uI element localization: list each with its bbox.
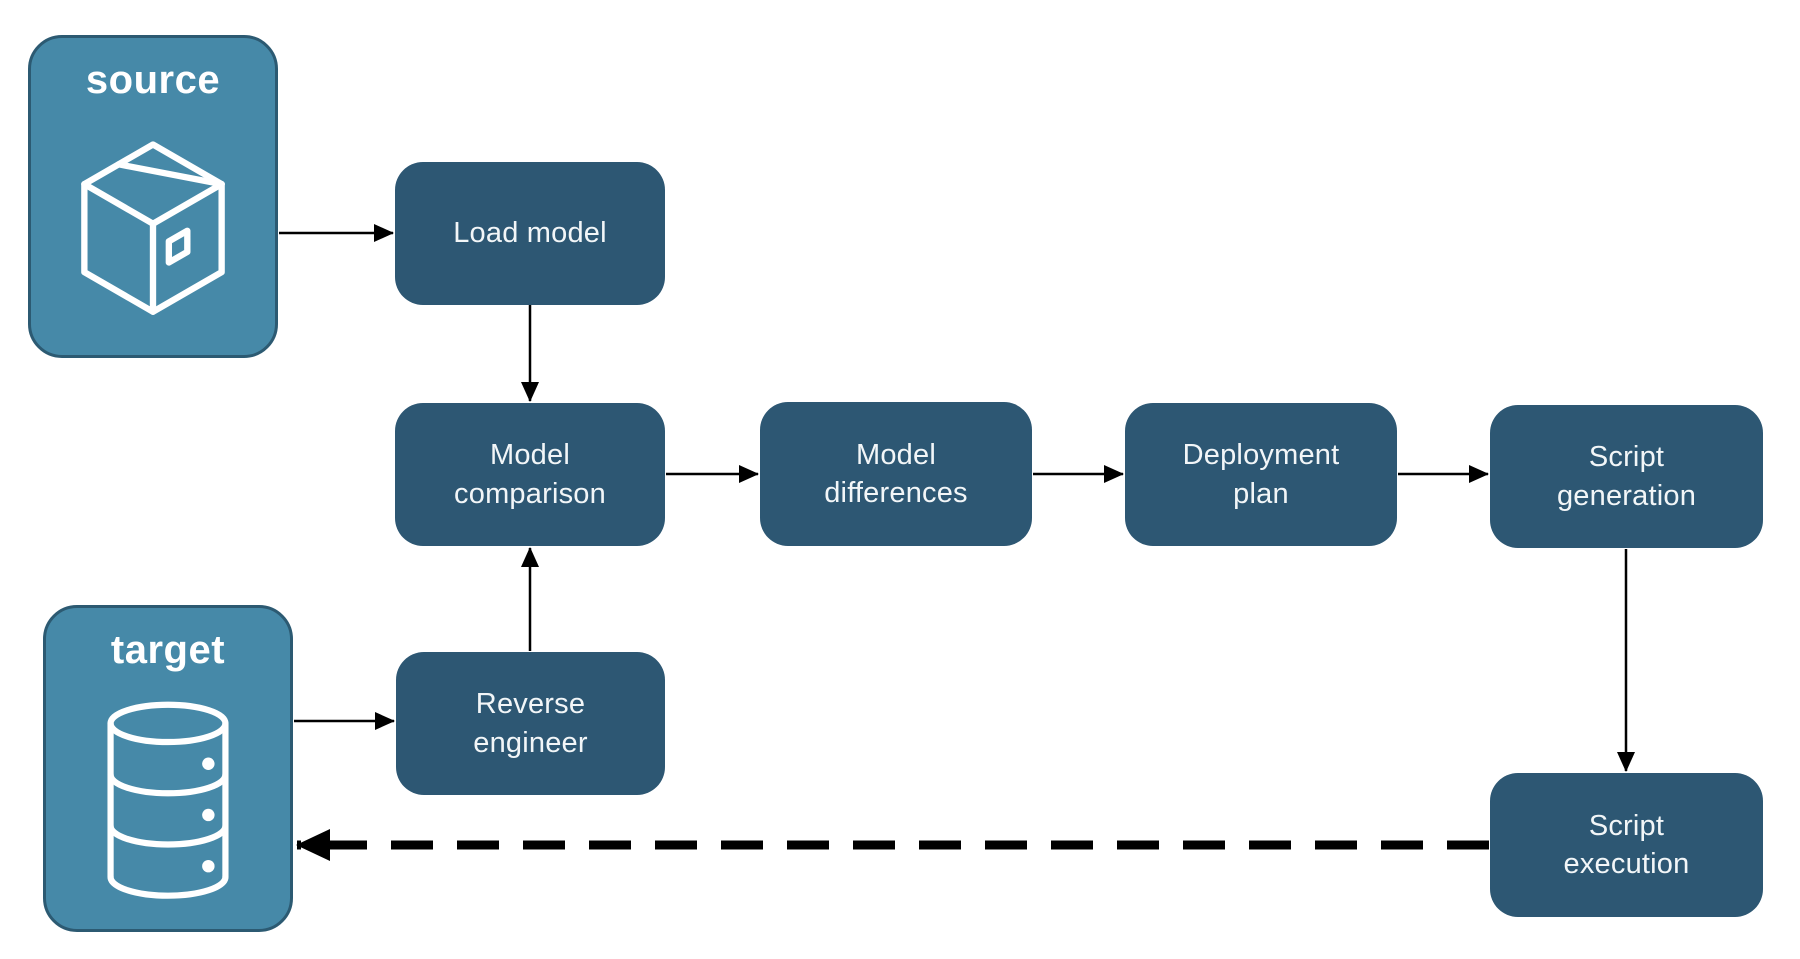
target-label: target [110,628,226,672]
node-reverse-engineer: Reverse engineer [396,652,665,795]
source-label: source [85,58,221,102]
node-script-execution: Script execution [1490,773,1763,917]
endpoint-target: target [43,605,293,932]
node-deployment-plan: Deployment plan [1125,403,1397,546]
endpoint-source: source [28,35,278,358]
node-model-differences: Model differences [760,402,1032,546]
node-script-generation: Script generation [1490,405,1763,548]
database-icon [46,673,290,929]
node-model-comparison: Model comparison [395,403,665,546]
package-icon [31,103,275,355]
node-load-model: Load model [395,162,665,305]
